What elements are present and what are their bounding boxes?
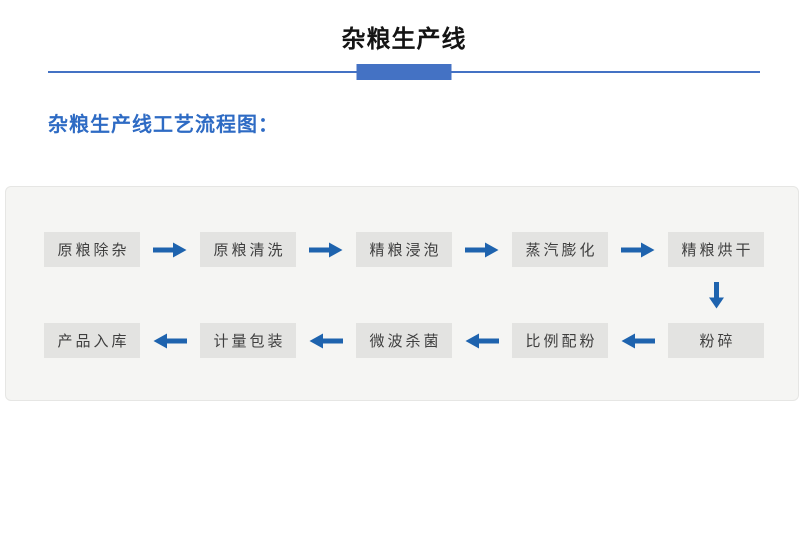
arrow-right-icon [452,232,512,267]
arrow-left-icon [296,323,356,358]
flow-step-row2-5: 粉碎 [668,323,764,358]
flow-step-row1-1: 原粮除杂 [44,232,140,267]
arrow-right-icon [296,232,356,267]
title-divider [48,64,760,80]
flow-step-row2-4: 比例配粉 [512,323,608,358]
page-title: 杂粮生产线 [341,26,467,53]
arrow-down-icon [668,267,764,323]
flow-step-row2-2: 计量包装 [200,323,296,358]
arrow-right-icon [140,232,200,267]
section-heading: 杂粮生产线工艺流程图： [48,114,279,136]
flow-step-row2-3: 微波杀菌 [356,323,452,358]
arrow-left-icon [452,323,512,358]
arrow-left-icon [608,323,668,358]
flow-step-row1-4: 蒸汽膨化 [512,232,608,267]
arrow-left-icon [140,323,200,358]
flow-step-row1-3: 精粮浸泡 [356,232,452,267]
arrow-right-icon [608,232,668,267]
divider-accent-bar [356,64,452,80]
flow-step-row2-1: 产品入库 [44,323,140,358]
flow-step-row1-2: 原粮清洗 [200,232,296,267]
flow-step-row1-5: 精粮烘干 [668,232,764,267]
flowchart-panel: 原粮除杂 原粮清洗 精粮浸泡 蒸汽膨化 精粮烘干 产品入库 计量包装 微波杀菌 [5,186,799,401]
flowchart-grid: 原粮除杂 原粮清洗 精粮浸泡 蒸汽膨化 精粮烘干 产品入库 计量包装 微波杀菌 [6,187,798,358]
